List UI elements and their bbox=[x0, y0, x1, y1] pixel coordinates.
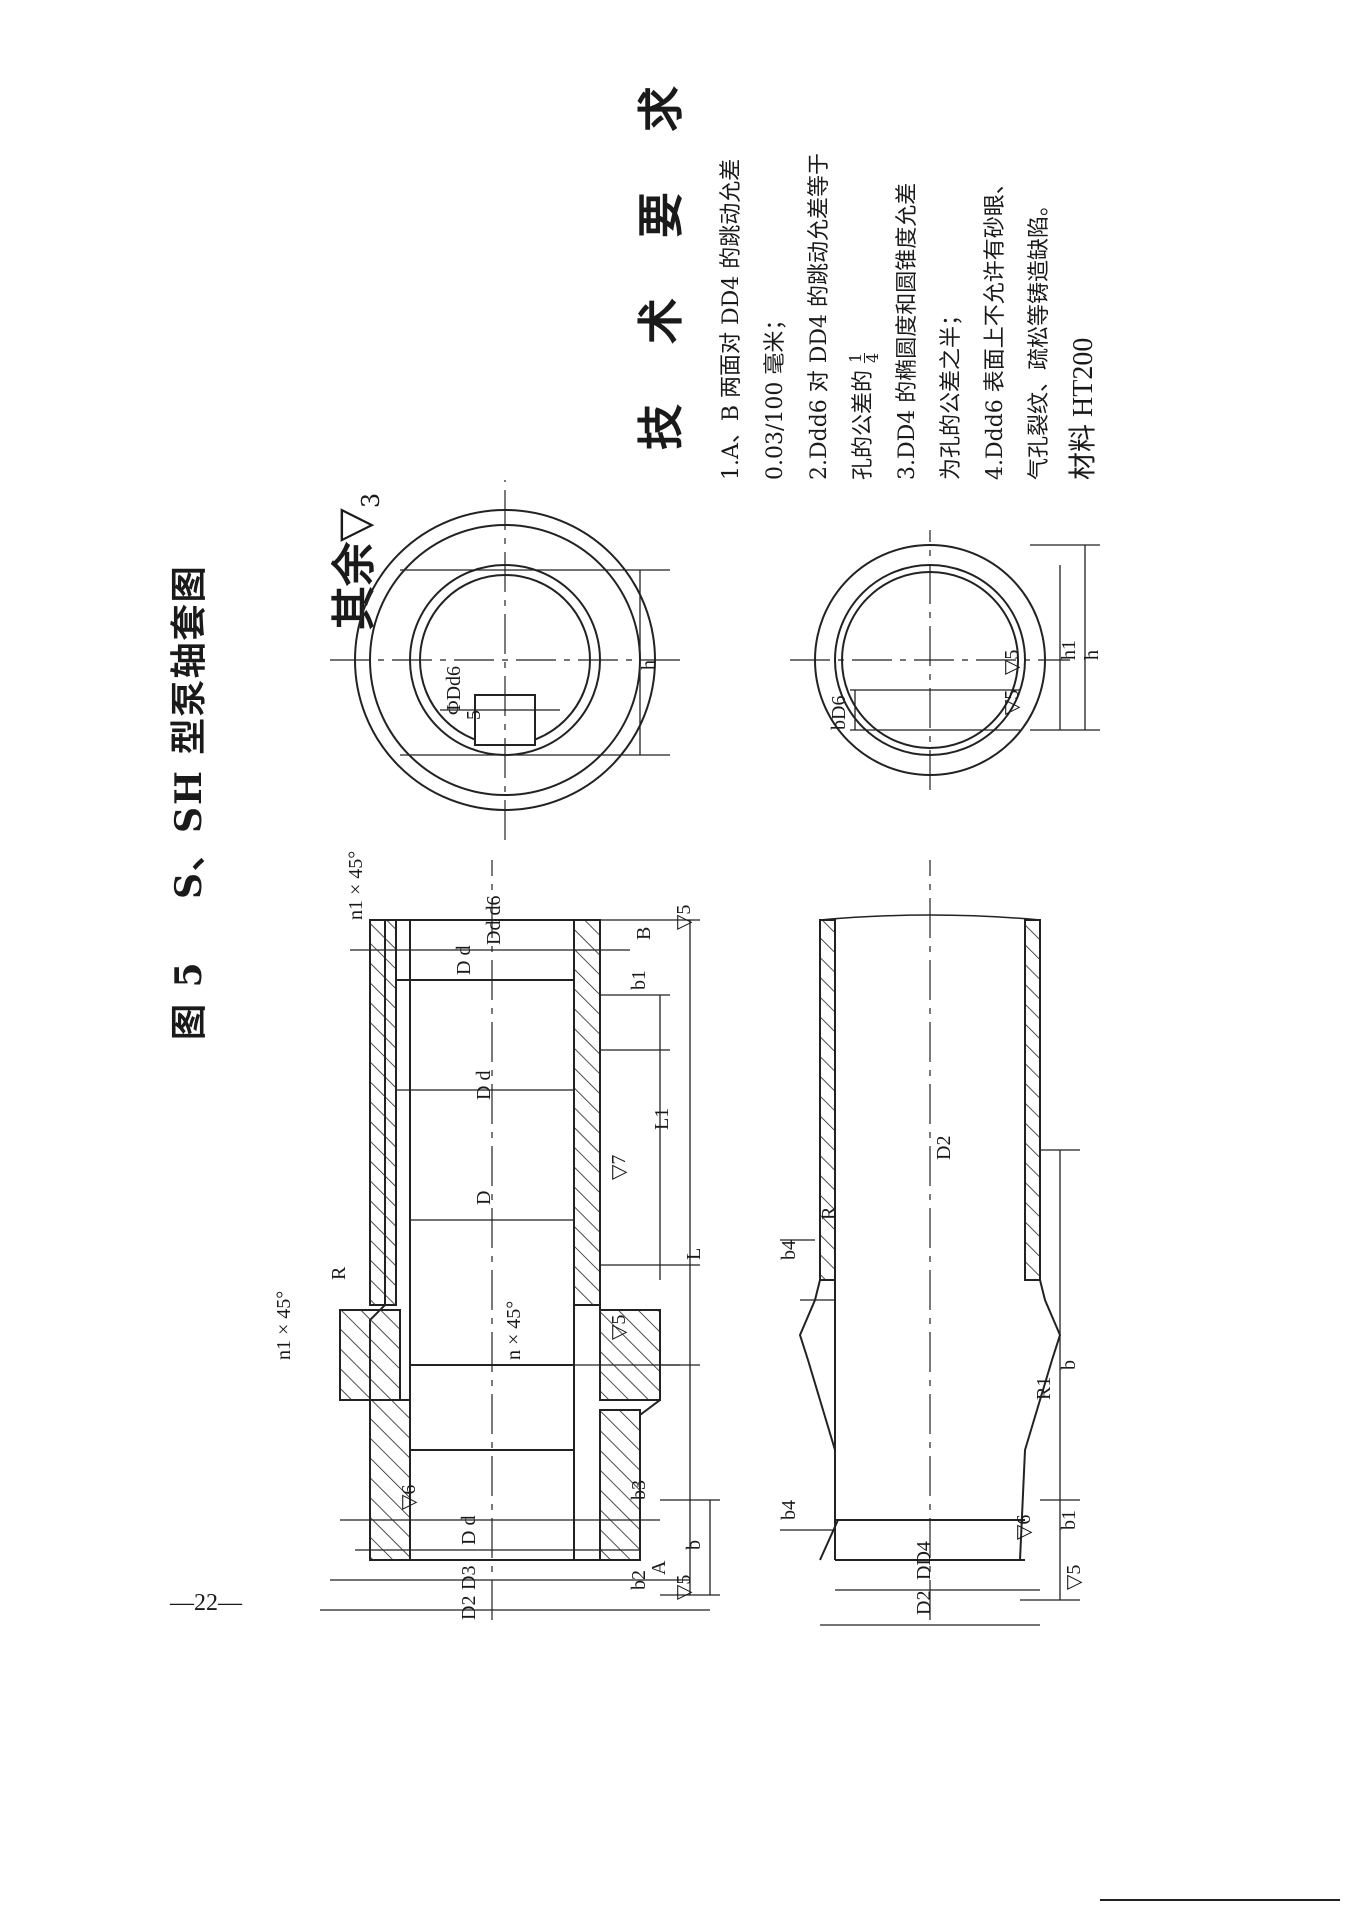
label-roughness-7: ▽7 bbox=[608, 1155, 630, 1180]
label-D: D bbox=[473, 1191, 495, 1205]
label-nx45: n × 45° bbox=[503, 1301, 525, 1360]
upper-dimensions bbox=[320, 919, 720, 1611]
label-D-d1: D d bbox=[453, 946, 475, 975]
label-B: B bbox=[633, 927, 655, 940]
label-roughness-5-lower3: ▽5 bbox=[1001, 650, 1023, 675]
label-b-lower: b bbox=[1058, 1360, 1080, 1370]
label-roughness-5a: ▽5 bbox=[673, 905, 695, 930]
label-h: h bbox=[638, 660, 660, 670]
label-Dd6-circle: ΦDd6 bbox=[443, 666, 465, 715]
label-D-d2: D d bbox=[458, 1516, 480, 1545]
label-DD4: DD4 bbox=[913, 1541, 935, 1580]
label-roughness-5c: ▽5 bbox=[608, 1315, 630, 1340]
page-number-upright: —22— bbox=[170, 1590, 242, 1616]
label-L1: L1 bbox=[651, 1108, 673, 1130]
label-b1: b1 bbox=[628, 970, 650, 990]
lower-end-view bbox=[790, 530, 1100, 790]
label-D3: D3 bbox=[458, 1566, 480, 1590]
label-b2: b2 bbox=[628, 1570, 650, 1590]
label-D-d: D d bbox=[473, 1071, 495, 1100]
label-roughness-5-lower2: ▽5 bbox=[1001, 690, 1023, 715]
label-n1x45-bottom: n1 × 45° bbox=[273, 1291, 295, 1360]
label-L: L bbox=[683, 1248, 705, 1260]
label-R-lower: R bbox=[818, 1206, 840, 1220]
label-roughness-5b: ▽5 bbox=[673, 1575, 695, 1600]
label-b4-2: b4 bbox=[778, 1500, 800, 1520]
label-bD6: bD6 bbox=[828, 696, 850, 730]
label-h1: h1 bbox=[1058, 640, 1080, 660]
label-roughness-6: ▽6 bbox=[398, 1485, 420, 1510]
label-D2: D2 bbox=[458, 1596, 480, 1620]
label-n1x45-top: n1 × 45° bbox=[345, 851, 367, 920]
label-D2-lower2: D2 bbox=[913, 1591, 935, 1615]
lower-sleeve-profile bbox=[798, 914, 1062, 1561]
label-roughness-6-lower: ▽6 bbox=[1013, 1515, 1035, 1540]
label-b3: b3 bbox=[628, 1480, 650, 1500]
label-D2-lower: D2 bbox=[933, 1136, 955, 1160]
label-R1: R1 bbox=[1033, 1377, 1055, 1400]
label-R: R bbox=[328, 1266, 350, 1280]
upper-end-view bbox=[330, 480, 680, 840]
label-Dd-d6: Dd d6 bbox=[483, 896, 505, 945]
label-b1-lower: b1 bbox=[1058, 1510, 1080, 1530]
label-b4: b4 bbox=[778, 1240, 800, 1260]
label-s5: 5 bbox=[463, 710, 485, 720]
label-b: b bbox=[683, 1540, 705, 1550]
label-h-lower: h bbox=[1081, 650, 1103, 660]
lower-dimensions bbox=[780, 1149, 1080, 1626]
label-roughness-5-lower: ▽5 bbox=[1063, 1565, 1085, 1590]
upper-sleeve-section bbox=[339, 919, 661, 1561]
label-A: A bbox=[648, 1560, 670, 1575]
